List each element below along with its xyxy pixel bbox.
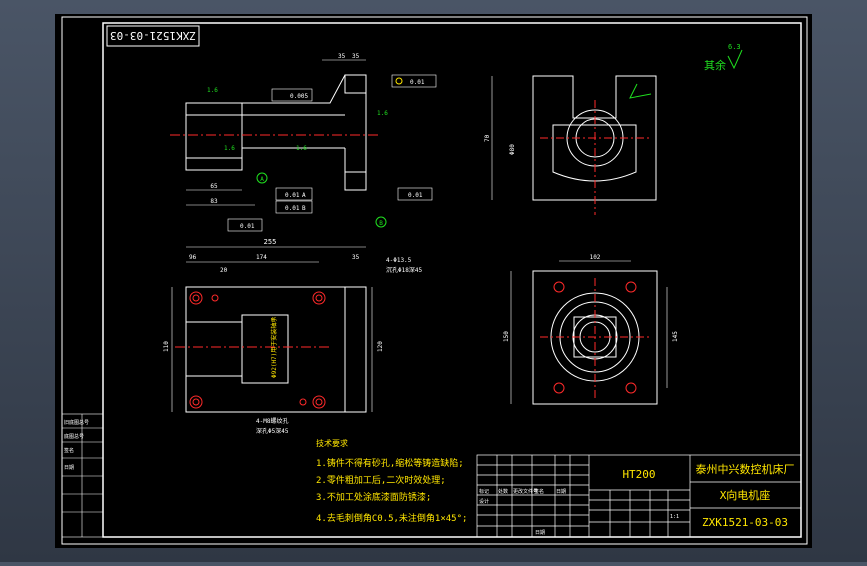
tol-c: 0.01 [240,223,255,230]
svg-text:102: 102 [590,254,601,261]
tech-req-item: 4.去毛刺倒角C0.5,未注倒角1×45°; [316,512,467,524]
svg-text:处数: 处数 [498,488,508,495]
code-stamp-box [106,25,200,47]
datum-a: A [260,176,264,183]
roughness-symbol-icon [727,49,743,70]
svg-text:签名: 签名 [534,488,544,495]
svg-text:日期: 日期 [64,465,74,471]
dim-255: 255 [264,238,277,246]
sheet-background [55,14,812,548]
svg-text:日期: 日期 [535,530,545,536]
scale: 1:1 [670,514,679,520]
datum-b: B [379,220,383,227]
front-view: 70 Φ80 [484,75,657,215]
tol-flatness: 0.005 [290,93,308,100]
svg-text:标记: 标记 [479,488,489,495]
material: HT200 [622,468,655,481]
svg-text:旧底图总号: 旧底图总号 [64,419,89,426]
svg-text:96: 96 [189,254,197,261]
hatched-area [185,157,243,171]
tech-req-item: 2.零件粗加工后,二次时效处理; [316,474,446,486]
svg-text:120: 120 [377,341,384,352]
title-block [476,454,802,538]
company-name: 泰州中兴数控机床厂 [696,462,795,476]
inner-border [102,22,802,538]
svg-text:深孔Φ5深45: 深孔Φ5深45 [256,427,289,435]
tech-req-title: 技术要求 [316,438,348,448]
svg-text:更改文件号: 更改文件号 [513,488,538,495]
tol-a: 0.01 [285,192,300,199]
svg-text:Φ80: Φ80 [509,144,516,155]
tech-requirements: 技术要求 1.铸件不得有砂孔,缩松等铸造缺陷; 2.零件粗加工后,二次时效处理;… [316,438,467,524]
tol-concentricity: 0.01 [410,79,425,86]
roughness-value: 6.3 [728,43,741,51]
dim-35a: 35 [338,53,346,60]
tech-req-item: 1.铸件不得有砂孔,缩松等铸造缺陷; [316,457,464,469]
bore-note: Φ92(H7)用于安装轴承 [270,317,278,378]
svg-text:150: 150 [503,331,510,342]
hatched-area [185,102,243,116]
holes-note: 4-Φ13.5 [386,257,412,264]
svg-text:110: 110 [163,341,170,352]
plan-view: 102 150 145 [503,254,679,405]
top-view: 255 96 174 20 35 110 120 Φ92(H7)用于安装轴承 4… [163,238,422,435]
code-stamp: ZXK1521-03-03 [110,29,196,42]
dim-83: 83 [210,198,218,205]
svg-text:B: B [302,205,306,212]
svg-text:签名: 签名 [64,447,74,454]
svg-text:A: A [302,192,306,199]
thread-note: 4-M8螺纹孔 [256,417,288,425]
svg-text:145: 145 [672,331,679,342]
dim-35b: 35 [352,53,360,60]
part-name: X向电机座 [720,488,771,502]
svg-text:1.6: 1.6 [377,110,388,117]
svg-text:174: 174 [256,254,267,261]
svg-text:1.6: 1.6 [207,87,218,94]
dim-65: 65 [210,183,218,190]
svg-text:20: 20 [220,267,228,274]
tol-d: 0.01 [408,192,423,199]
section-view: 65 83 35 35 0.005 0.01 0.01 A 0.01 B 0.0… [170,53,437,232]
tech-req-item: 3.不加工处涂底漆面防锈漆; [316,491,431,503]
svg-text:沉孔Φ18深45: 沉孔Φ18深45 [386,266,422,274]
outer-border [61,16,808,545]
svg-text:日期: 日期 [556,489,566,495]
tol-b: 0.01 [285,205,300,212]
roughness-note: 其余 [704,58,726,72]
svg-text:底图总号: 底图总号 [64,433,84,440]
svg-text:70: 70 [484,134,491,142]
svg-text:35: 35 [352,254,360,261]
svg-text:1.6: 1.6 [296,145,307,152]
svg-text:1.6: 1.6 [224,145,235,152]
drawing-number: ZXK1521-03-03 [702,516,788,529]
left-signature-column [61,413,104,538]
svg-text:设计: 设计 [479,498,489,505]
